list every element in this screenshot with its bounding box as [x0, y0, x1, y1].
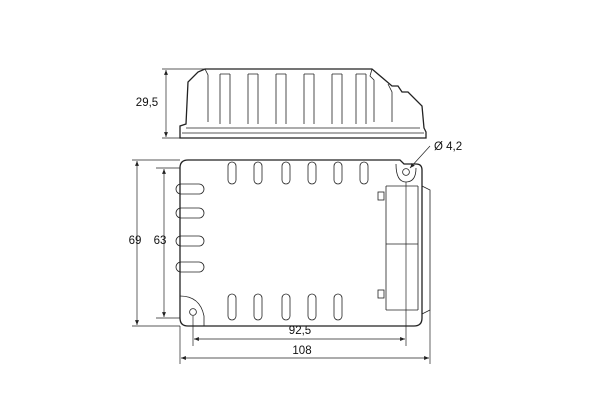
fin	[303, 73, 315, 124]
slot	[359, 161, 369, 185]
dim-label-inner-width: 92,5	[289, 325, 311, 337]
slot	[307, 293, 317, 321]
side-view-fins	[219, 73, 367, 124]
mounting-hole-bottom-left	[189, 308, 197, 316]
slot	[175, 261, 205, 273]
dim-label-height-side: 29,5	[136, 97, 158, 109]
side-view-outline	[179, 68, 427, 139]
slot	[281, 161, 291, 185]
fin	[247, 73, 259, 124]
top-view-slots	[175, 161, 369, 321]
fin	[331, 73, 343, 124]
slot	[333, 161, 343, 185]
dim-label-outer-height: 69	[129, 235, 142, 247]
terminal-marker-top	[377, 191, 385, 201]
top-view-outline	[179, 159, 423, 327]
fin	[275, 73, 287, 124]
dim-label-hole-diameter: Ø 4,2	[434, 141, 462, 153]
slot	[253, 161, 263, 185]
slot	[175, 235, 205, 247]
fin	[355, 73, 367, 124]
dim-label-outer-width: 108	[292, 345, 311, 357]
dim-label-inner-height: 63	[154, 235, 167, 247]
side-view-base	[182, 127, 424, 134]
top-view	[175, 159, 431, 327]
slot	[227, 161, 237, 185]
dimensions: 29,5 69 63 92,5 108 Ø 4,2	[129, 68, 462, 364]
side-view-inner-contour	[204, 68, 393, 122]
dim-leader-hole	[409, 145, 431, 169]
mounting-hole-top-right	[402, 168, 410, 176]
slot	[175, 207, 205, 219]
fin	[219, 73, 231, 124]
top-view-right-flange	[385, 185, 431, 315]
slot	[333, 293, 343, 321]
mounting-hole-top-right-notch	[395, 163, 417, 183]
slot	[253, 293, 263, 321]
slot	[281, 293, 291, 321]
slot	[307, 161, 317, 185]
side-view	[179, 68, 427, 139]
terminal-marker-bottom	[377, 289, 385, 299]
slot	[227, 293, 237, 321]
mounting-hole-bottom-left-notch	[179, 295, 205, 326]
slot	[175, 183, 205, 195]
